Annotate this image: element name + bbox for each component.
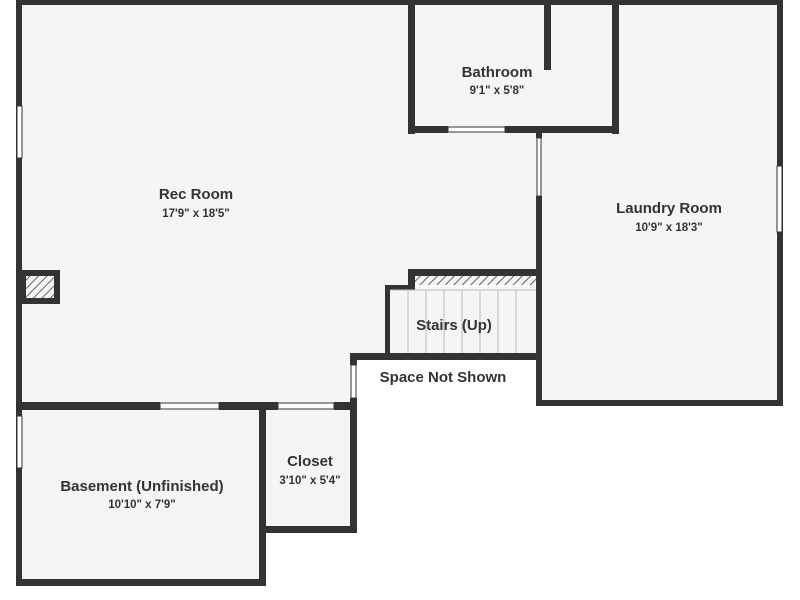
space-doorway: [350, 364, 357, 399]
laundry-left-wall-lower: [536, 196, 542, 406]
closet-name: Closet: [287, 453, 333, 470]
stairs-bottom-wall: [350, 353, 540, 360]
top-wall: [16, 0, 782, 5]
bathroom-right-wall: [612, 0, 619, 134]
labels: Rec Room 17'9" x 18'5" Bathroom 9'1" x 5…: [60, 64, 722, 511]
rec-room-dims: 17'9" x 18'5": [162, 208, 230, 220]
stair-treads: [407, 290, 517, 353]
space-not-shown-note: Space Not Shown: [380, 369, 507, 386]
walls: [16, 0, 783, 586]
bathroom-bottom-wall-right: [505, 126, 619, 133]
bathroom-bottom-wall-left: [408, 126, 448, 133]
rec-room-name: Rec Room: [159, 186, 233, 203]
basement-window: [16, 415, 23, 469]
laundry-doorway: [536, 137, 542, 197]
laundry-room-dims: 10'9" x 18'3": [635, 222, 703, 234]
closet-dims: 3'10" x 5'4": [279, 475, 340, 487]
basement-name: Basement (Unfinished): [60, 478, 223, 495]
stairs-outer-wall: [385, 285, 390, 357]
stairs: [390, 276, 536, 353]
basement-doorway: [159, 402, 220, 410]
bathroom-left-wall: [408, 0, 415, 134]
stairs-left-wall: [408, 269, 415, 289]
floors: [20, 3, 780, 582]
rec-bottom-wall-c: [334, 402, 357, 410]
closet-left-wall: [259, 402, 266, 586]
basement-bottom-wall: [16, 579, 266, 586]
stairs-landing-hatch: [415, 276, 536, 285]
bathroom-partition: [544, 0, 551, 70]
closet-doorway: [277, 402, 335, 410]
bathroom-name: Bathroom: [462, 64, 533, 81]
bathroom-doorway: [447, 126, 506, 133]
rec-bottom-wall-b: [219, 402, 278, 410]
stairs-top-wall: [408, 269, 540, 276]
closet-right-wall: [350, 398, 357, 533]
rec-bottom-wall-a: [16, 402, 160, 410]
closet-floor: [264, 405, 354, 529]
closet-bottom-wall: [259, 526, 357, 533]
space-left-wall: [350, 353, 357, 365]
laundry-room-floor: [540, 3, 780, 403]
bathroom-dims: 9'1" x 5'8": [470, 85, 525, 97]
left-wall: [16, 0, 22, 586]
openings: [16, 105, 783, 469]
stairs-floor: [388, 287, 538, 357]
laundry-room-name: Laundry Room: [616, 200, 722, 217]
basement-dims: 10'10" x 7'9": [108, 499, 176, 511]
stairs-name: Stairs (Up): [416, 317, 492, 334]
column-hatch: [26, 276, 54, 298]
rec-room-window: [16, 105, 23, 159]
basement-floor: [20, 405, 262, 582]
laundry-bottom-wall: [536, 400, 783, 406]
stairs-step-wall: [386, 285, 415, 290]
laundry-window: [776, 165, 783, 233]
